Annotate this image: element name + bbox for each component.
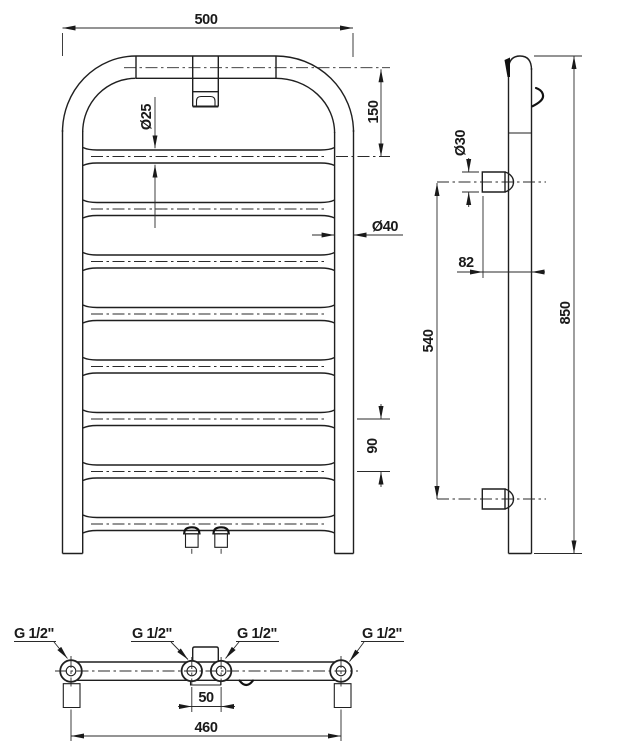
hanger-bracket-side [504,57,510,77]
side-view: Ø30 82 540 850 [421,55,582,555]
dim-width-label: 500 [195,12,218,28]
dim-port-span-label: 460 [195,720,218,736]
dim-rung-gap-label: 90 [365,438,381,454]
dim-arch-offset-label: 150 [366,100,382,123]
thread-label-1: G 1/2" [14,626,54,642]
dim-width: 500 [62,12,354,57]
dim-tube-diameter: Ø40 [312,219,403,238]
dim-arch-offset: 150 [366,69,384,157]
plan-tube [71,661,341,681]
wall-hook [531,86,545,108]
dim-rung-diameter-label: Ø25 [139,104,155,131]
thread-callout-1: G 1/2" [14,626,68,659]
thread-label-2: G 1/2" [132,626,172,642]
thread-callout-3: G 1/2" [225,626,279,659]
dim-port-gap: 50 [178,687,235,712]
thread-label-3: G 1/2" [237,626,277,642]
dim-height: 850 [534,55,582,554]
dim-bracket-diameter: Ø30 [453,130,479,207]
tangent-ticks [135,56,277,79]
dim-port-gap-label: 50 [198,690,214,706]
wall-bracket-lower [436,488,547,510]
thread-label-4: G 1/2" [362,626,402,642]
thread-callout-4: G 1/2" [349,626,404,662]
center-connection-block [192,646,219,680]
dim-port-span: 460 [70,709,342,741]
dim-height-label: 850 [558,301,574,324]
wall-bracket-upper [436,171,547,193]
thread-callout-2: G 1/2" [131,626,189,660]
air-vent-valves [181,526,232,555]
mounting-feet [62,683,352,709]
hanger-bracket [192,56,219,108]
side-tube [507,55,533,555]
dim-bracket-offset-label: 82 [458,255,474,271]
frame-outline [61,55,355,555]
rungs [82,146,336,534]
dim-rung-diameter: Ø25 [139,97,158,228]
dim-rung-gap: 90 [357,404,390,487]
dim-bracket-span-label: 540 [421,329,437,352]
front-view: 500 150 Ø25 Ø40 90 [61,12,403,555]
dim-tube-diameter-label: Ø40 [372,219,399,235]
hook-top-view [238,679,255,687]
dim-bracket-offset: 82 [457,196,545,278]
dim-bracket-diameter-label: Ø30 [453,130,469,157]
dim-bracket-span: 540 [421,183,440,499]
plan-view: G 1/2" G 1/2" G 1/2" G 1/2" 50 [14,626,404,741]
